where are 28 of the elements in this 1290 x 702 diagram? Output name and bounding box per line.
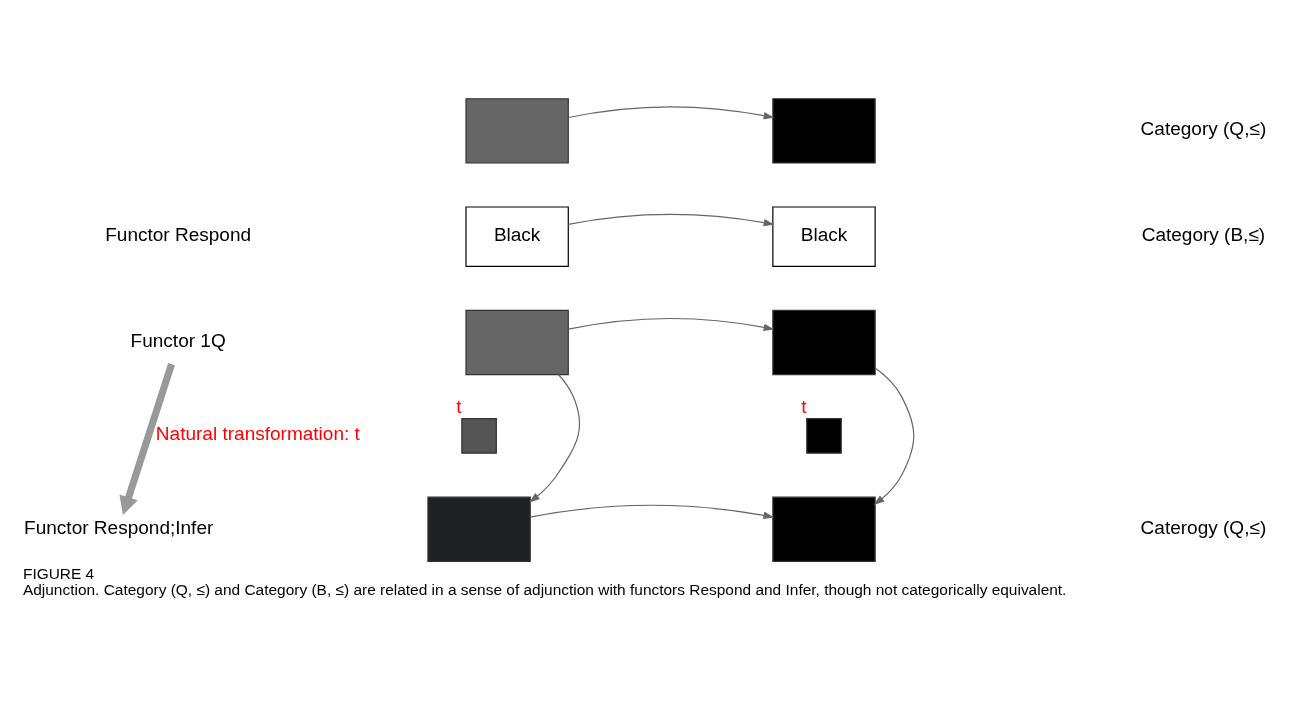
arrow [529, 373, 581, 503]
node-label: t [456, 395, 462, 417]
arrow [567, 213, 775, 226]
arrow [567, 105, 775, 119]
label: Category (B,≤) [1141, 223, 1266, 245]
arrow [119, 362, 175, 515]
edge-label: Natural transformation: t [155, 422, 360, 444]
node-box [772, 309, 876, 375]
node-box: Black [772, 205, 876, 267]
node-text: Functor 1Q [130, 329, 226, 351]
diagram-title: FIGURE 4 [22, 564, 95, 582]
label: Caterogy (Q,≤) [1140, 516, 1267, 538]
arrow [567, 317, 775, 331]
label: Category (Q,≤) [1140, 117, 1267, 139]
node-box: Black [465, 205, 569, 267]
node-text: Functor Respond;Infer [24, 516, 214, 538]
node-box [465, 309, 569, 375]
label: Functor Respond [105, 223, 252, 245]
node-label: t [801, 395, 807, 417]
node-box [461, 417, 497, 454]
arrow [529, 504, 775, 519]
arrow [873, 366, 915, 505]
node-box [806, 417, 842, 454]
caption: Adjunction. Category (Q, ≤) and Category (B, ≤) are related in a sense of adjunction with functors Respond and Infer, though not categorically equivalent. [22, 580, 1067, 598]
node-box [465, 97, 569, 164]
node-box [772, 97, 876, 164]
node-box [772, 496, 876, 562]
node-box [427, 496, 531, 562]
